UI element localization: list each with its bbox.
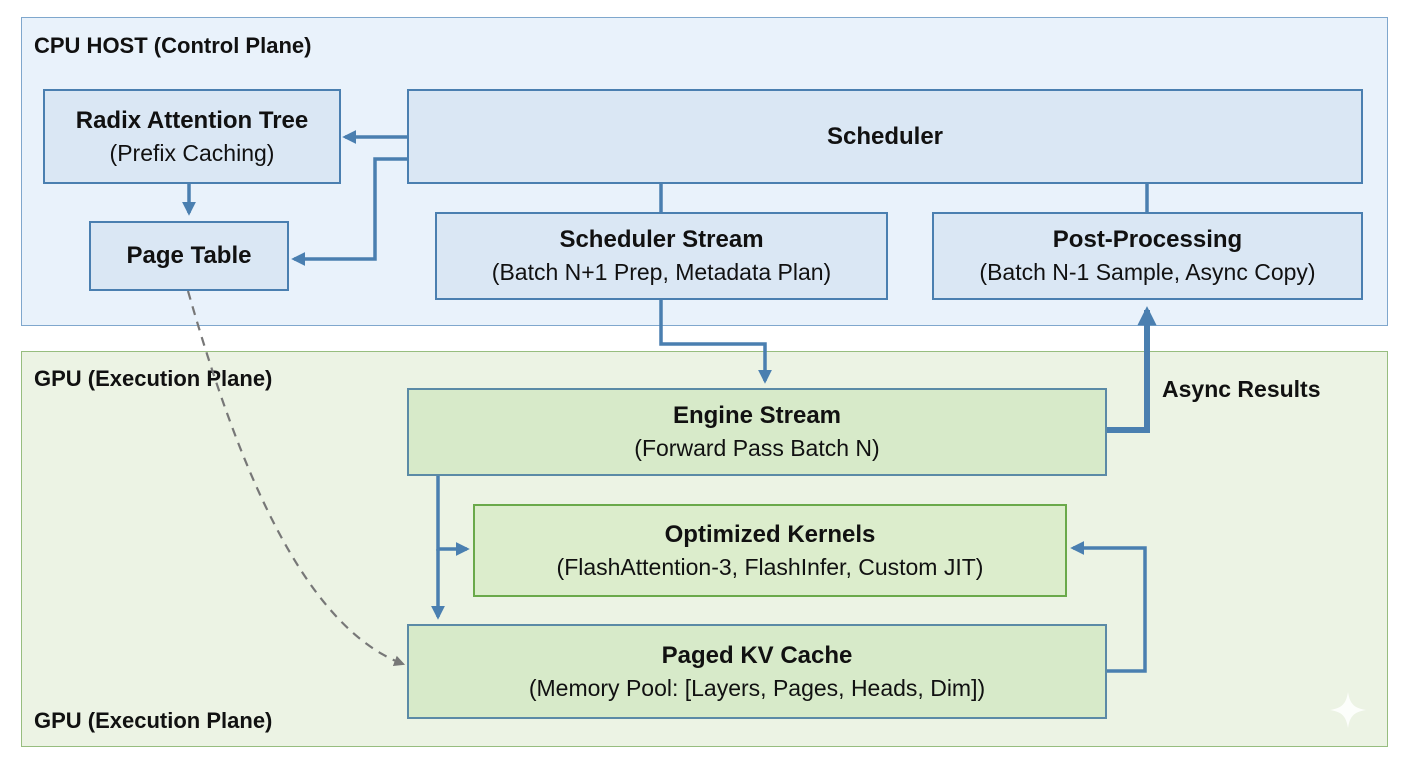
kernels-title: Optimized Kernels xyxy=(664,520,876,548)
async-results-label: Async Results xyxy=(1162,376,1321,402)
scheduler-stream-subtitle: (Batch N+1 Prep, Metadata Plan) xyxy=(491,259,832,285)
kernels-subtitle: (FlashAttention-3, FlashInfer, Custom JI… xyxy=(556,553,984,580)
sparkle-icon xyxy=(1330,692,1366,728)
paged-kv-cache-box: Paged KV Cache (Memory Pool: [Layers, Pa… xyxy=(407,624,1107,719)
scheduler-stream-title: Scheduler Stream xyxy=(559,226,764,253)
radix-subtitle: (Prefix Caching) xyxy=(109,139,275,166)
engine-stream-box: Engine Stream (Forward Pass Batch N) xyxy=(407,388,1107,476)
cpu-plane-label: CPU HOST (Control Plane) xyxy=(34,33,312,58)
kv-cache-title: Paged KV Cache xyxy=(661,641,853,669)
scheduler-title: Scheduler xyxy=(826,122,944,150)
post-processing-subtitle: (Batch N-1 Sample, Async Copy) xyxy=(979,259,1316,285)
engine-stream-subtitle: (Forward Pass Batch N) xyxy=(634,435,880,461)
optimized-kernels-box: Optimized Kernels (FlashAttention-3, Fla… xyxy=(473,504,1067,597)
page-table-title: Page Table xyxy=(126,242,252,269)
post-processing-box: Post-Processing (Batch N-1 Sample, Async… xyxy=(932,212,1363,300)
radix-title: Radix Attention Tree xyxy=(75,106,309,134)
radix-attention-tree-box: Radix Attention Tree (Prefix Caching) xyxy=(43,89,341,184)
scheduler-box: Scheduler xyxy=(407,89,1363,184)
scheduler-stream-box: Scheduler Stream (Batch N+1 Prep, Metada… xyxy=(435,212,888,300)
gpu-plane-label-bottom: GPU (Execution Plane) xyxy=(34,708,273,733)
post-processing-title: Post-Processing xyxy=(1052,226,1243,253)
page-table-box: Page Table xyxy=(89,221,289,291)
gpu-plane-label-top: GPU (Execution Plane) xyxy=(34,366,273,391)
kv-cache-subtitle: (Memory Pool: [Layers, Pages, Heads, Dim… xyxy=(528,674,986,701)
engine-stream-title: Engine Stream xyxy=(672,402,842,429)
